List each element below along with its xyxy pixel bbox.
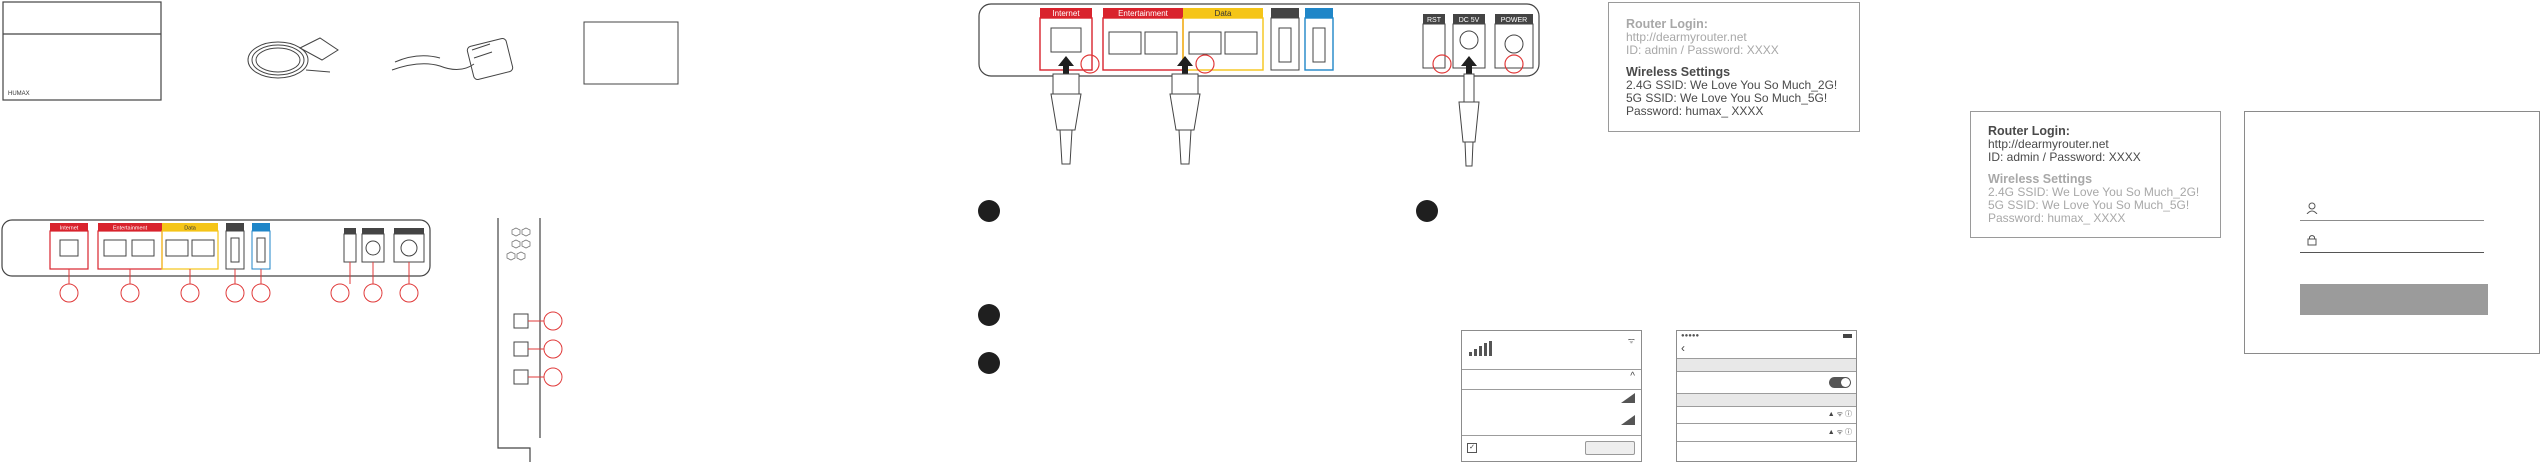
router-login-title: Router Login: <box>1626 17 1708 31</box>
router-side-view <box>497 218 563 462</box>
diagram-entertainment-label: Entertainment <box>1118 9 1169 18</box>
diagram-power-label: POWER <box>1501 17 1527 24</box>
signal-icon <box>1621 415 1635 425</box>
router-unit: HUMAX <box>2 1 162 101</box>
wifi-password: Password: humax_ XXXX <box>1988 211 2126 225</box>
quick-guide-sheet <box>583 21 679 85</box>
back-chevron-icon[interactable]: ‹ <box>1681 341 1685 355</box>
router-info-card-login-highlight: Router Login: http://dearmyrouter.net ID… <box>1970 111 2221 238</box>
diagram-data-label: Data <box>1215 9 1232 18</box>
router-login-credentials: ID: admin / Password: XXXX <box>1626 43 1779 57</box>
diagram-internet-label: Internet <box>1052 9 1080 18</box>
router-login-url: http://dearmyrouter.net <box>1626 30 1747 44</box>
user-icon <box>2306 202 2318 214</box>
lock-icon <box>2307 235 2317 246</box>
toggle-icon[interactable] <box>1829 377 1851 388</box>
section-header <box>1677 359 1856 371</box>
signal-icon <box>1621 393 1635 403</box>
wifi-icon: ᯤ <box>1627 336 1635 345</box>
power-adapter <box>391 38 514 80</box>
wifi-settings-screen: ●●●●● ‹ ▲ ᯤ ⓘ ▲ ᯤ ⓘ <box>1676 330 1857 462</box>
ssid-5g: 5G SSID: We Love You So Much_5G! <box>1626 91 1828 105</box>
router-login-credentials: ID: admin / Password: XXXX <box>1988 150 2141 164</box>
signal-icon <box>1469 341 1492 356</box>
internet-port-label: Internet <box>60 226 79 232</box>
ssid-2g: 2.4G SSID: We Love You So Much_2G! <box>1988 185 2200 199</box>
connection-diagram: Internet Entertainment Data RST DC 5V PO… <box>978 3 1540 167</box>
data-port-label: Data <box>184 226 197 232</box>
router-brand-label: HUMAX <box>8 91 30 97</box>
chevron-up-icon[interactable]: ^ <box>1630 371 1635 382</box>
box-contents-illustration: HUMAX <box>2 1 679 101</box>
internet-port-label-bg <box>50 223 88 231</box>
step-badge-1 <box>978 200 1000 222</box>
info-icon[interactable]: ▲ ᯤ ⓘ <box>1827 411 1852 418</box>
wifi-password: Password: humax_ XXXX <box>1626 104 1764 118</box>
step-badge-2 <box>978 304 1000 326</box>
checkbox-icon[interactable]: ✓ <box>1467 443 1477 453</box>
connect-button[interactable] <box>1585 441 1635 455</box>
port-callouts <box>59 262 419 303</box>
info-icon[interactable]: ▲ ᯤ ⓘ <box>1827 429 1852 436</box>
ssid-2g: 2.4G SSID: We Love You So Much_2G! <box>1626 78 1838 92</box>
battery-icon <box>1843 334 1852 338</box>
step-badge-4 <box>1416 200 1438 222</box>
step-badge-3 <box>978 352 1000 374</box>
status-bar-signal: ●●●●● <box>1681 333 1700 339</box>
ssid-5g: 5G SSID: We Love You So Much_5G! <box>1988 198 2190 212</box>
router-login-page <box>2244 111 2540 354</box>
password-field[interactable] <box>2300 230 2484 253</box>
router-login-url: http://dearmyrouter.net <box>1988 137 2109 151</box>
ethernet-cable <box>247 37 339 79</box>
router-info-card: Router Login: http://dearmyrouter.net ID… <box>1608 2 1860 132</box>
router-back-panel: Internet Entertainment Data <box>1 219 431 303</box>
wireless-settings-title: Wireless Settings <box>1988 172 2093 186</box>
entertainment-port-label: Entertainment <box>113 226 148 232</box>
router-login-title: Router Login: <box>1988 124 2070 138</box>
wifi-list-screen: ᯤ ^ ✓ <box>1461 330 1642 462</box>
wireless-settings-title: Wireless Settings <box>1626 65 1731 79</box>
username-field[interactable] <box>2300 198 2484 221</box>
login-button[interactable] <box>2300 284 2488 315</box>
diagram-dc-label: DC 5V <box>1459 17 1480 24</box>
side-button-callouts <box>528 311 563 387</box>
diagram-rst-label: RST <box>1427 17 1442 24</box>
